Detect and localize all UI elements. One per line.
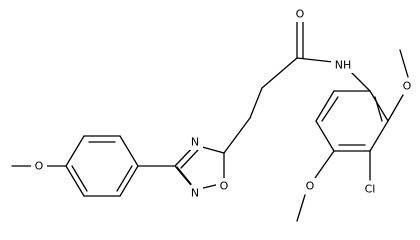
oxadiazole-o1-label: O [220, 180, 229, 193]
amide-nitrogen-label: NH [335, 59, 352, 72]
carbonyl-oxygen-label: O [296, 8, 305, 21]
bond-phenyl-1 [65, 135, 85, 167]
oxadiazole-n2-label: N [191, 187, 199, 200]
bond-phenyl-3 [119, 135, 139, 167]
bond-phenyl-inner-b [116, 165, 133, 192]
bond-aryl-4 [315, 120, 335, 152]
bond-carbonyl-nh [296, 57, 334, 63]
bond-ch2a-ch2b [249, 87, 263, 119]
bond-phenyl-6 [65, 165, 85, 197]
bond-c3-n4-double [180, 149, 199, 169]
bond-o-methyl-top [399, 49, 409, 78]
methoxy-oxygen-bottom-label: O [306, 180, 315, 193]
bond-phenyl-4 [119, 165, 139, 197]
bond-n2-c3-double [176, 166, 192, 185]
bond-aryl-inner-c [321, 96, 339, 122]
bond-aryl-5 [315, 90, 335, 122]
bonds [11, 21, 409, 222]
bond-c5-ch2a [223, 117, 251, 154]
bond-phenyl-inner-c [71, 165, 88, 192]
bond-aryl-o-bottom [314, 150, 335, 179]
chlorine-label: Cl [365, 183, 376, 196]
methoxy-oxygen-left-label: O [35, 160, 44, 173]
bond-aryl-1 [369, 90, 389, 122]
bond-ch2b-carbonyl [261, 57, 298, 89]
bond-aryl-inner-a [374, 96, 383, 122]
atom-labels: O NH N N O O O O Cl [31, 6, 415, 201]
methoxy-oxygen-top-label: O [403, 80, 412, 93]
molecule-drawing: O NH N N O O O O Cl [11, 6, 415, 222]
bond-aryl-o-top [387, 94, 404, 122]
bond-nh-ring [350, 71, 371, 92]
oxadiazole-n4-label: N [191, 136, 199, 149]
structure-canvas: O NH N N O O O O Cl [11, 6, 415, 222]
bond-aryl-2 [369, 120, 389, 152]
bond-o-methyl-bottom [296, 194, 306, 222]
